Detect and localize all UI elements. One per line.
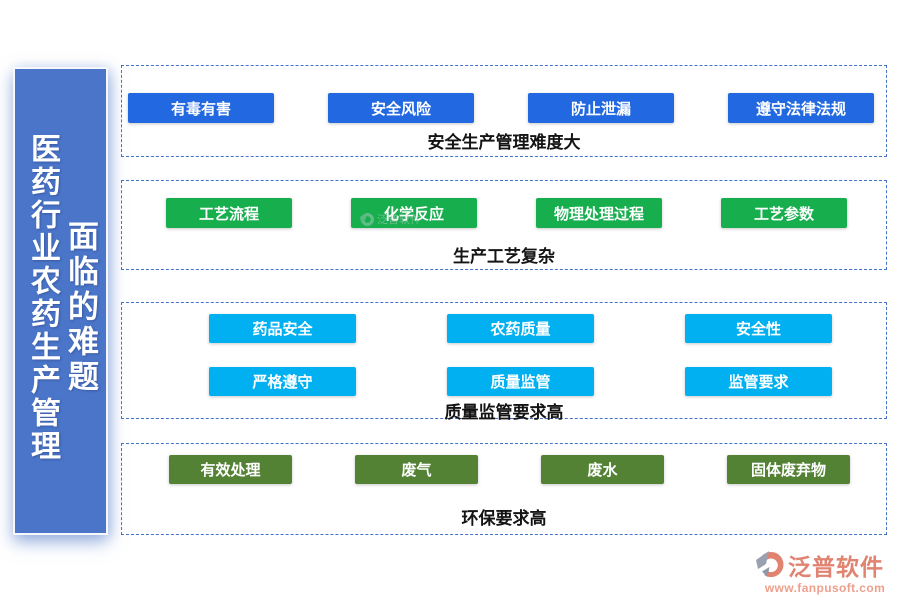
item-chip: 工艺参数: [721, 198, 847, 228]
item-chip: 药品安全: [209, 314, 356, 343]
section-safety-production-buttons: 有毒有害 安全风险 防止泄漏 遵守法律法规: [122, 66, 886, 123]
item-chip: 质量监管: [447, 367, 594, 396]
section-safety-production: 有毒有害 安全风险 防止泄漏 遵守法律法规 安全生产管理难度大: [121, 65, 887, 157]
item-chip: 化学反应: [351, 198, 477, 228]
button-row: 药品安全 农药质量 安全性: [209, 314, 832, 343]
fanpu-logo-text: 泛普软件: [788, 554, 884, 580]
item-chip: 农药质量: [447, 314, 594, 343]
item-chip: 防止泄漏: [528, 93, 674, 123]
item-chip: 有效处理: [169, 455, 292, 484]
section-process-complexity: 工艺流程 化学反应 物理处理过程 工艺参数 生产工艺复杂: [121, 180, 887, 270]
section-label-safety-production: 安全生产管理难度大: [427, 133, 581, 152]
button-row: 有毒有害 安全风险 防止泄漏 遵守法律法规: [128, 93, 874, 123]
fanpu-logo: 泛普软件 www.fanpusoft.com: [755, 548, 895, 595]
section-quality-supervision-buttons: 药品安全 农药质量 安全性严格遵守 质量监管 监管要求: [122, 303, 886, 396]
section-environmental: 有效处理 废气 废水 固体废弃物 环保要求高: [121, 443, 887, 535]
fanpu-logo-url: www.fanpusoft.com: [764, 581, 886, 595]
banner-title-main: 医药行业农药生产管理: [26, 133, 59, 463]
item-chip: 安全风险: [328, 93, 474, 123]
button-row: 工艺流程 化学反应 物理处理过程 工艺参数: [166, 198, 847, 228]
item-chip: 废气: [355, 455, 478, 484]
item-chip: 严格遵守: [209, 367, 356, 396]
section-label-process-complexity: 生产工艺复杂: [453, 247, 555, 266]
button-row: 有效处理 废气 废水 固体废弃物: [169, 455, 850, 484]
item-chip: 有毒有害: [128, 93, 274, 123]
item-chip: 工艺流程: [166, 198, 292, 228]
banner-title-sub: 面临的难题: [63, 220, 98, 395]
item-chip: 遵守法律法规: [728, 93, 874, 123]
item-chip: 物理处理过程: [536, 198, 662, 228]
section-label-quality-supervision: 质量监管要求高: [444, 403, 564, 422]
item-chip: 废水: [541, 455, 664, 484]
section-process-complexity-buttons: 工艺流程 化学反应 物理处理过程 工艺参数: [122, 181, 886, 228]
fanpu-logo-row: 泛普软件: [755, 548, 895, 582]
section-label-environmental: 环保要求高: [461, 509, 547, 528]
section-environmental-buttons: 有效处理 废气 废水 固体废弃物: [122, 444, 886, 484]
item-chip: 固体废弃物: [727, 455, 850, 484]
title-banner: 医药行业农药生产管理 面临的难题: [13, 67, 108, 535]
item-chip: 监管要求: [685, 367, 832, 396]
item-chip: 安全性: [685, 314, 832, 343]
section-quality-supervision: 药品安全 农药质量 安全性严格遵守 质量监管 监管要求 质量监管要求高: [121, 302, 887, 422]
fanpu-logo-icon: [756, 551, 784, 577]
button-row: 严格遵守 质量监管 监管要求: [209, 367, 832, 396]
